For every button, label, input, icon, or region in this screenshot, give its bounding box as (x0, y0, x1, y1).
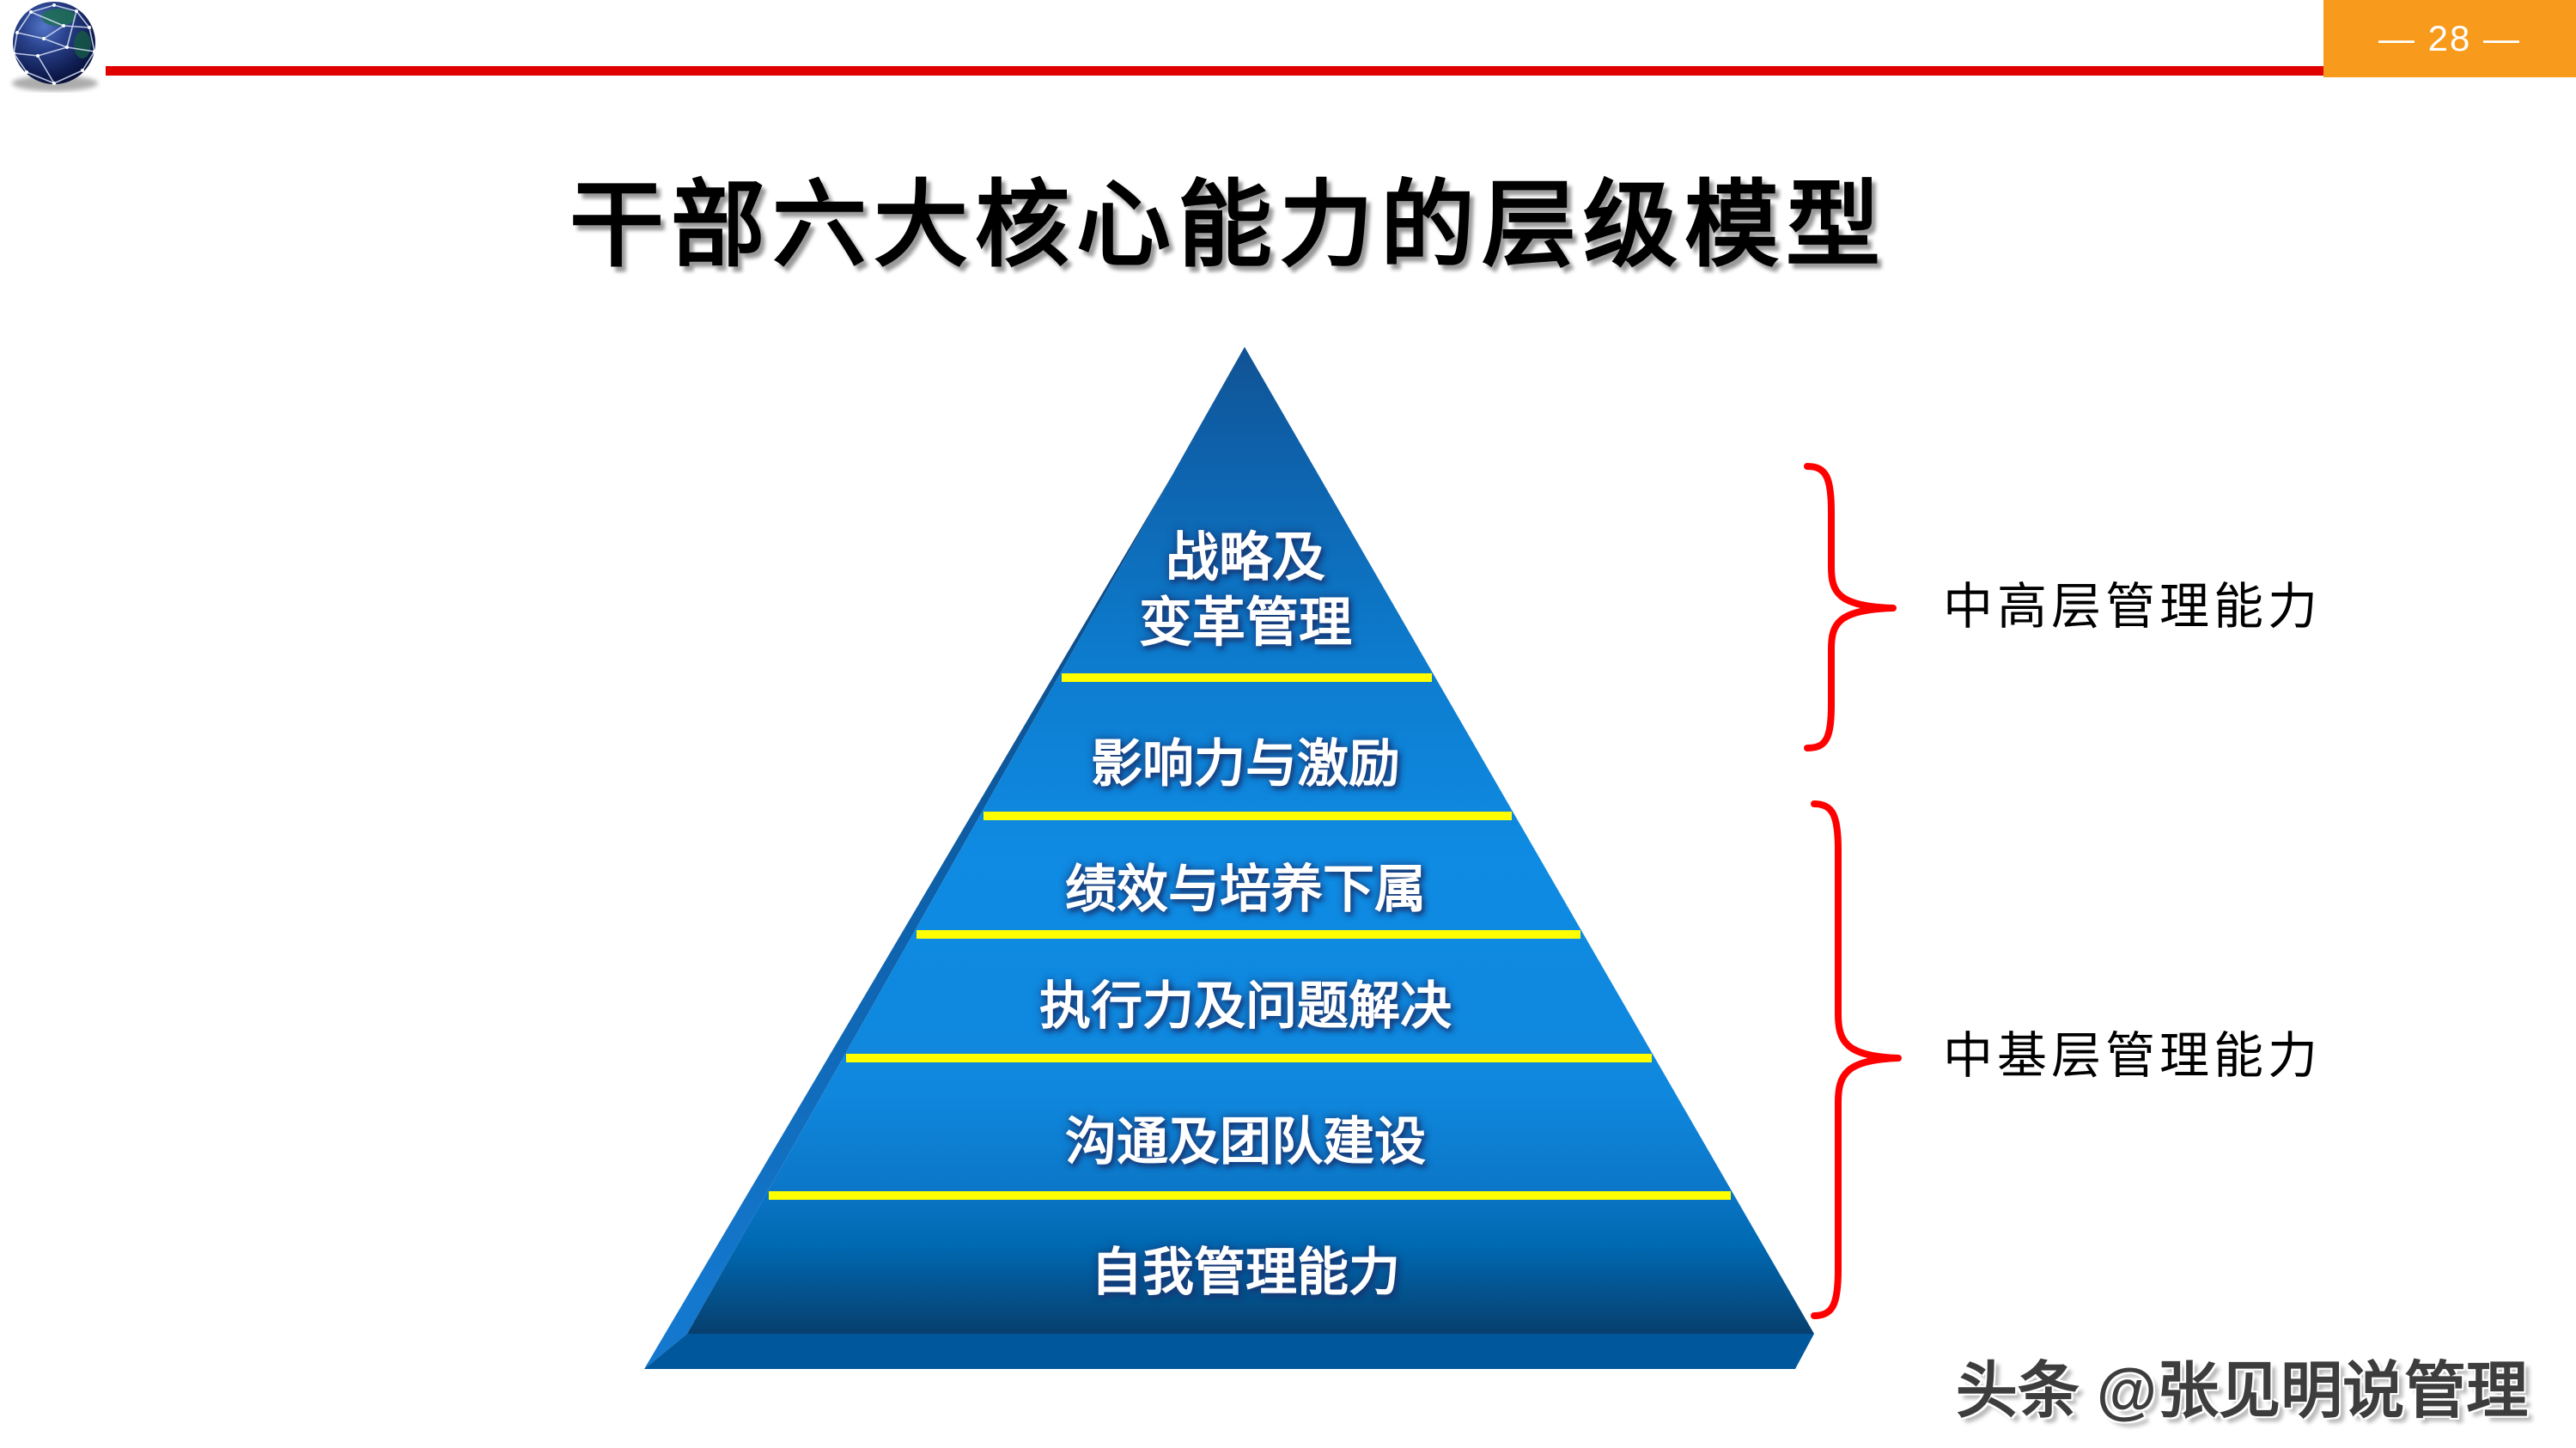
pyramid-level-5-label: 沟通及团队建设 (1065, 1113, 1426, 1171)
pyramid-front-face (687, 347, 1814, 1334)
pyramid-level-6-label: 自我管理能力 (1091, 1244, 1400, 1301)
page-number-box: — 28 — (2323, 0, 2576, 77)
pyramid-level-2-label: 影响力与激励 (1091, 735, 1400, 793)
header-rule (106, 66, 2323, 76)
network-nodes (12, 3, 96, 85)
globe-logo-svg (12, 2, 98, 91)
pyramid-base-face (644, 1334, 1814, 1369)
upper-group-label: 中高层管理能力 (1943, 579, 2323, 635)
pyramid-level-1-label: 战略及 变革管理 (1138, 528, 1352, 653)
pyramid-level-3-label: 绩效与培养下属 (1065, 861, 1426, 918)
page-number: — 28 — (2378, 18, 2522, 58)
upper-brace (1804, 463, 1897, 751)
pyramid-level-4-label: 执行力及问题解决 (1039, 977, 1452, 1035)
watermark: 头条 @张见明说管理 (1955, 1357, 2529, 1426)
lower-group-label: 中基层管理能力 (1943, 1028, 2323, 1084)
level-dividers (769, 673, 1731, 1200)
slide-title: 干部六大核心能力的层级模型 (569, 173, 1887, 278)
lower-brace (1811, 800, 1902, 1319)
globe-logo-icon (5, 0, 108, 94)
network-lines (13, 4, 95, 84)
